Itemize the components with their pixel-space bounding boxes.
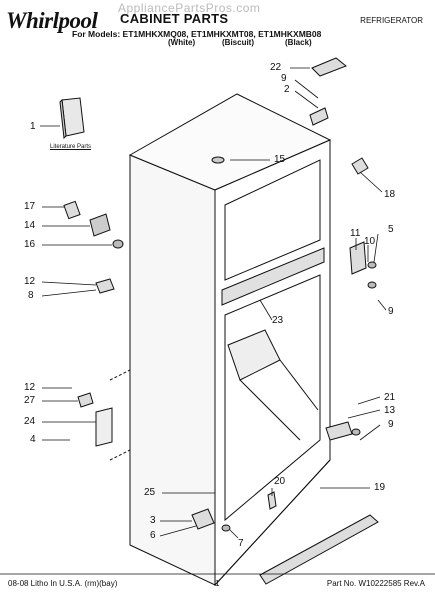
callout-7: 7: [238, 538, 244, 549]
plug-icon: [211, 156, 225, 164]
callout-12: 12: [24, 276, 36, 287]
callout-9: 9: [281, 73, 287, 84]
hinge-icon: [89, 213, 111, 237]
callout-22: 22: [270, 62, 282, 73]
callout-4: 4: [30, 434, 36, 445]
top-hinge-cover-icon: [311, 57, 347, 77]
door-stop-bracket-icon: [95, 407, 113, 447]
callout-1: 1: [30, 121, 36, 132]
bracket-icon: [351, 157, 369, 175]
brand-text: Whirlpool: [6, 8, 98, 33]
door-stop-icon: [95, 278, 115, 294]
callout-10: 10: [364, 236, 376, 247]
leveling-leg-icon: [191, 508, 215, 530]
callout-3: 3: [150, 515, 156, 526]
appliance-type: REFRIGERATOR: [360, 16, 423, 25]
callout-12b: 12: [24, 382, 36, 393]
bushing-icon: [112, 239, 124, 249]
cabinet-body: [109, 93, 332, 587]
callout-23: 23: [272, 315, 284, 326]
callout-17: 17: [24, 201, 36, 212]
callout-27: 27: [24, 395, 36, 406]
callout-6: 6: [150, 530, 156, 541]
callout-19: 19: [374, 482, 386, 493]
footer-page-number: 1: [215, 579, 220, 588]
center-hinge-icon: [349, 241, 367, 275]
model-list: For Models: ET1MHKXMQ08, ET1MHKXMT08, ET…: [72, 29, 322, 39]
watermark: AppliancePartsPros.com: [118, 1, 261, 15]
bottom-hinge-icon: [325, 421, 353, 441]
callout-9c: 9: [388, 419, 394, 430]
callout-21: 21: [384, 392, 396, 403]
literature-booklet-icon: [59, 97, 85, 140]
callout-2: 2: [284, 84, 290, 95]
callout-11: 11: [350, 228, 361, 239]
color-biscuit: (Biscuit): [222, 38, 254, 47]
literature-parts-label: Literature Parts: [50, 144, 92, 150]
callout-16: 16: [24, 239, 36, 250]
brand-logo: Whirlpool: [6, 8, 98, 34]
page-title: CABINET PARTS: [120, 11, 229, 26]
callout-13: 13: [384, 405, 396, 416]
cam-icon: [77, 392, 94, 408]
callout-25: 25: [144, 487, 156, 498]
hinge-cover-icon: [63, 200, 81, 220]
callout-14: 14: [24, 220, 36, 231]
callout-5: 5: [388, 224, 394, 235]
callout-8: 8: [28, 290, 34, 301]
callout-18: 18: [384, 189, 396, 200]
callout-15: 15: [274, 154, 286, 165]
color-white: (White): [168, 38, 196, 47]
color-black: (Black): [285, 38, 312, 47]
callout-24: 24: [24, 416, 36, 427]
footer-part-number: Part No. W10222585 Rev.A: [326, 579, 425, 588]
callout-20: 20: [274, 476, 286, 487]
footer-litho: 08-08 Litho In U.S.A. (rm)(bay): [8, 579, 118, 588]
callout-9b: 9: [388, 306, 394, 317]
toe-grille-icon: [259, 514, 379, 585]
